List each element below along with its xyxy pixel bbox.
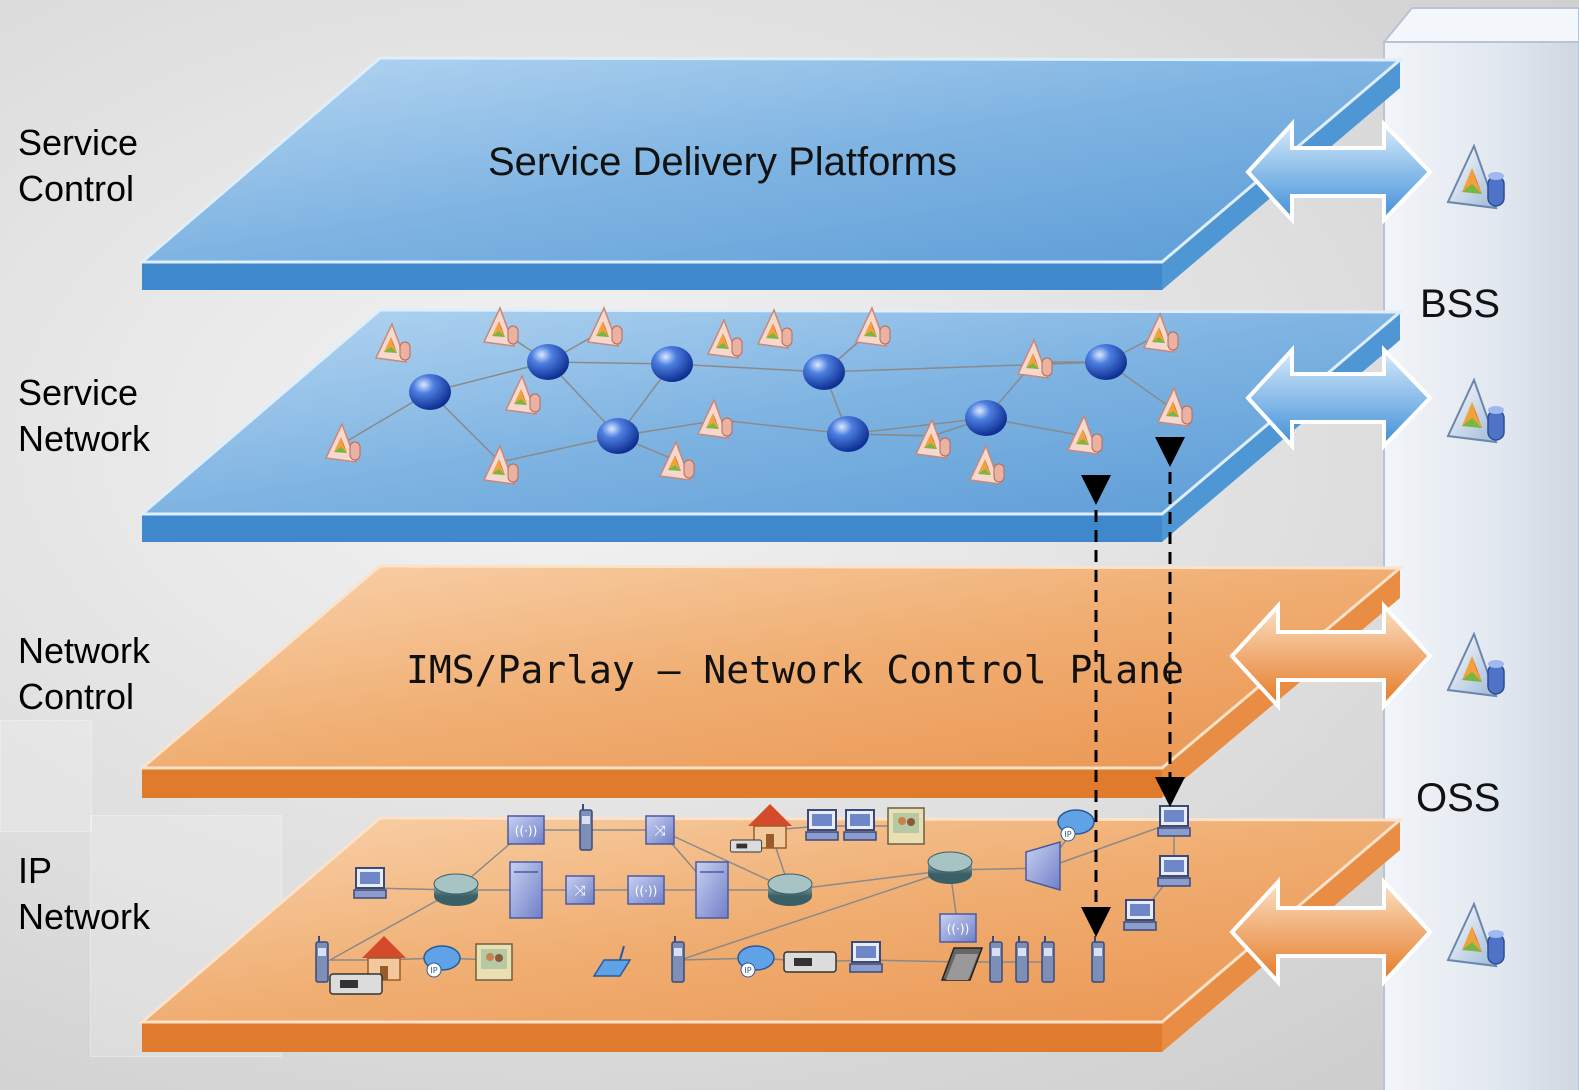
- server-icon: [509, 861, 543, 919]
- background-tile: [0, 720, 92, 832]
- label-service-network: Service Network: [18, 372, 151, 459]
- mobile-phone-icon: [1091, 935, 1105, 983]
- pc-icon: [805, 809, 839, 841]
- network-node-icon: [803, 354, 845, 390]
- pc-icon: [353, 867, 387, 899]
- pc-icon: [1123, 899, 1157, 931]
- arrow-network-control: [1229, 600, 1433, 712]
- pc-icon: [1157, 805, 1191, 837]
- server-icon: [695, 861, 729, 919]
- cross-layer-arrows: [1081, 437, 1185, 937]
- mobile-phone-icon: [671, 935, 685, 983]
- label-network-control: Network Control: [18, 630, 151, 717]
- ip-network-plate: [137, 816, 1405, 1052]
- hub-icon: [1025, 840, 1061, 892]
- switch-icon: [645, 815, 675, 845]
- network-control-plane-title: IMS/Parlay – Network Control Plane: [406, 648, 1184, 692]
- router-icon: [927, 851, 973, 885]
- modem-icon: [329, 973, 383, 995]
- set-top-box-icon: [783, 951, 837, 973]
- mobile-phone-icon: [989, 935, 1003, 983]
- network-node-icon: [1085, 344, 1127, 380]
- network-node-icon: [409, 374, 451, 410]
- pc-icon: [849, 941, 883, 973]
- network-node-icon: [527, 344, 569, 380]
- mobile-phone-icon: [579, 803, 593, 851]
- videophone-icon: [475, 943, 513, 981]
- switch-icon: [565, 875, 595, 905]
- service-delivery-title: Service Delivery Platforms: [488, 140, 958, 184]
- bss-label: BSS: [1420, 282, 1501, 326]
- wireless-station-icon: [939, 913, 977, 943]
- pc-icon: [843, 809, 877, 841]
- videophone-icon: [887, 807, 925, 845]
- mobile-phone-icon: [315, 935, 329, 983]
- network-node-icon: [651, 346, 693, 382]
- oss-label: OSS: [1416, 776, 1501, 820]
- label-ip-network: IP Network: [18, 850, 151, 937]
- modem-icon: [729, 839, 763, 853]
- arrow-service-control: [1245, 118, 1433, 226]
- arrow-ip-network: [1229, 876, 1433, 988]
- network-node-icon: [827, 416, 869, 452]
- router-icon: [767, 873, 813, 907]
- network-node-icon: [597, 418, 639, 454]
- router-icon: [433, 873, 479, 907]
- label-service-control: Service Control: [18, 122, 139, 209]
- network-node-icon: [965, 400, 1007, 436]
- wireless-station-icon: [507, 815, 545, 845]
- wireless-station-icon: [627, 875, 665, 905]
- pc-icon: [1157, 855, 1191, 887]
- arrow-service-network: [1245, 344, 1433, 452]
- mobile-phone-icon: [1015, 935, 1029, 983]
- mobile-phone-icon: [1041, 935, 1055, 983]
